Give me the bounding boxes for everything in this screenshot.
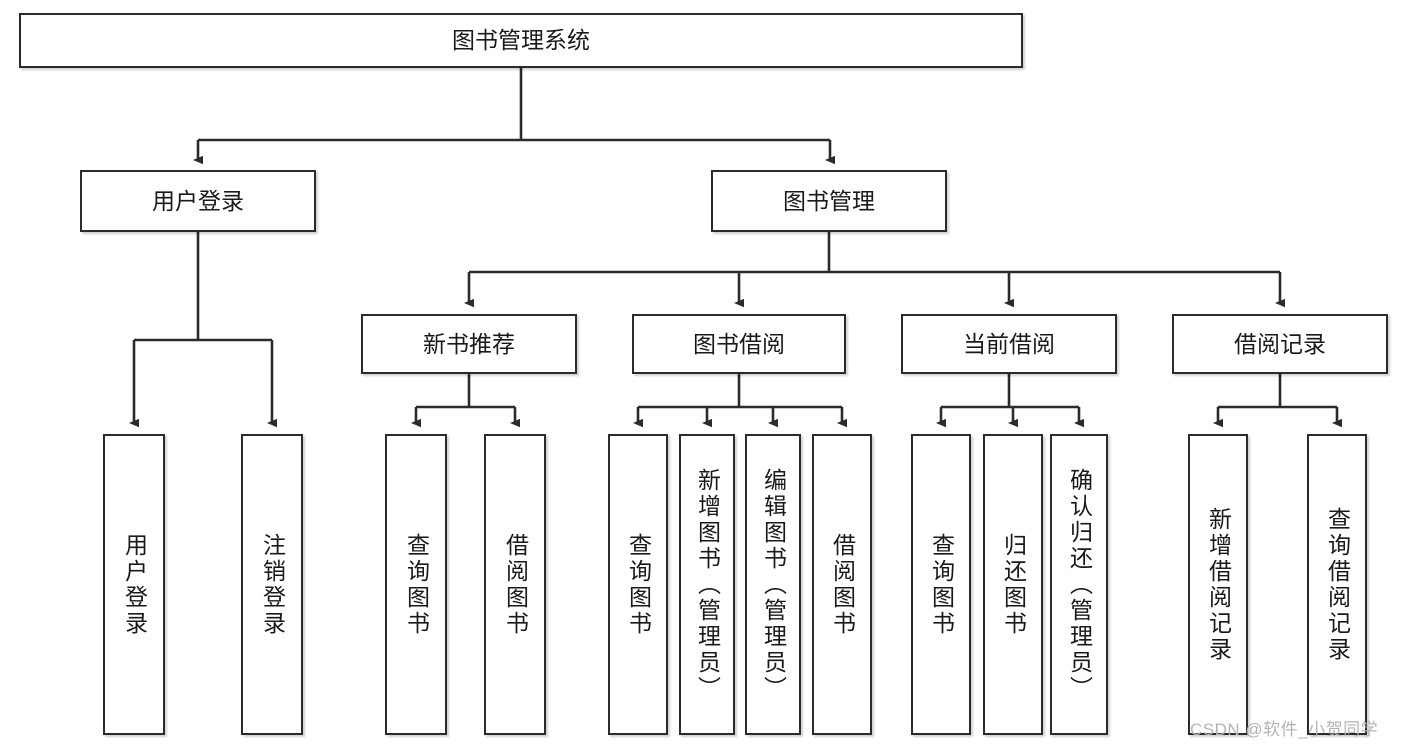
leaf-query-book-2[interactable]: 查询图书 (608, 434, 668, 735)
leaf-return-book[interactable]: 归还图书 (983, 434, 1043, 735)
leaf-confirm-return-label: 确认归还（管理员） (1066, 467, 1093, 702)
leaf-return-book-label: 归还图书 (1000, 532, 1027, 637)
leaf-user-login-label: 用户登录 (121, 532, 148, 637)
leaf-query-book-1-label: 查询图书 (403, 532, 430, 637)
node-current-borrow[interactable]: 当前借阅 (901, 314, 1117, 374)
node-new-book-rec[interactable]: 新书推荐 (361, 314, 577, 374)
leaf-logout[interactable]: 注销登录 (241, 434, 303, 735)
leaf-add-book[interactable]: 新增图书（管理员） (679, 434, 735, 735)
node-book-manage[interactable]: 图书管理 (711, 170, 947, 232)
leaf-borrow-book-1-label: 借阅图书 (502, 532, 529, 637)
leaf-add-record-label: 新增借阅记录 (1205, 506, 1232, 663)
watermark: CSDN @软件_小贺同学 (1190, 720, 1379, 739)
node-book-borrow[interactable]: 图书借阅 (632, 314, 846, 374)
leaf-edit-book[interactable]: 编辑图书（管理员） (745, 434, 801, 735)
node-root-label: 图书管理系统 (452, 27, 590, 54)
leaf-query-record[interactable]: 查询借阅记录 (1307, 434, 1367, 735)
leaf-add-record[interactable]: 新增借阅记录 (1188, 434, 1248, 735)
node-current-borrow-label: 当前借阅 (963, 330, 1055, 357)
leaf-query-book-1[interactable]: 查询图书 (385, 434, 447, 735)
node-user-login[interactable]: 用户登录 (80, 170, 316, 232)
leaf-logout-label: 注销登录 (259, 532, 286, 637)
leaf-user-login[interactable]: 用户登录 (103, 434, 165, 735)
leaf-query-book-3[interactable]: 查询图书 (911, 434, 971, 735)
node-book-manage-label: 图书管理 (783, 187, 875, 214)
leaf-confirm-return[interactable]: 确认归还（管理员） (1050, 434, 1108, 735)
node-new-book-rec-label: 新书推荐 (423, 330, 515, 357)
leaf-add-book-label: 新增图书（管理员） (694, 467, 721, 702)
node-user-login-label: 用户登录 (152, 187, 244, 214)
leaf-borrow-book-1[interactable]: 借阅图书 (484, 434, 546, 735)
node-borrow-record[interactable]: 借阅记录 (1172, 314, 1388, 374)
leaf-query-record-label: 查询借阅记录 (1324, 506, 1351, 663)
leaf-borrow-book-2[interactable]: 借阅图书 (812, 434, 872, 735)
leaf-edit-book-label: 编辑图书（管理员） (760, 467, 787, 702)
leaf-query-book-2-label: 查询图书 (625, 532, 652, 637)
node-root[interactable]: 图书管理系统 (19, 13, 1023, 68)
leaf-query-book-3-label: 查询图书 (928, 532, 955, 637)
node-borrow-record-label: 借阅记录 (1234, 330, 1326, 357)
node-book-borrow-label: 图书借阅 (693, 330, 785, 357)
leaf-borrow-book-2-label: 借阅图书 (829, 532, 856, 637)
